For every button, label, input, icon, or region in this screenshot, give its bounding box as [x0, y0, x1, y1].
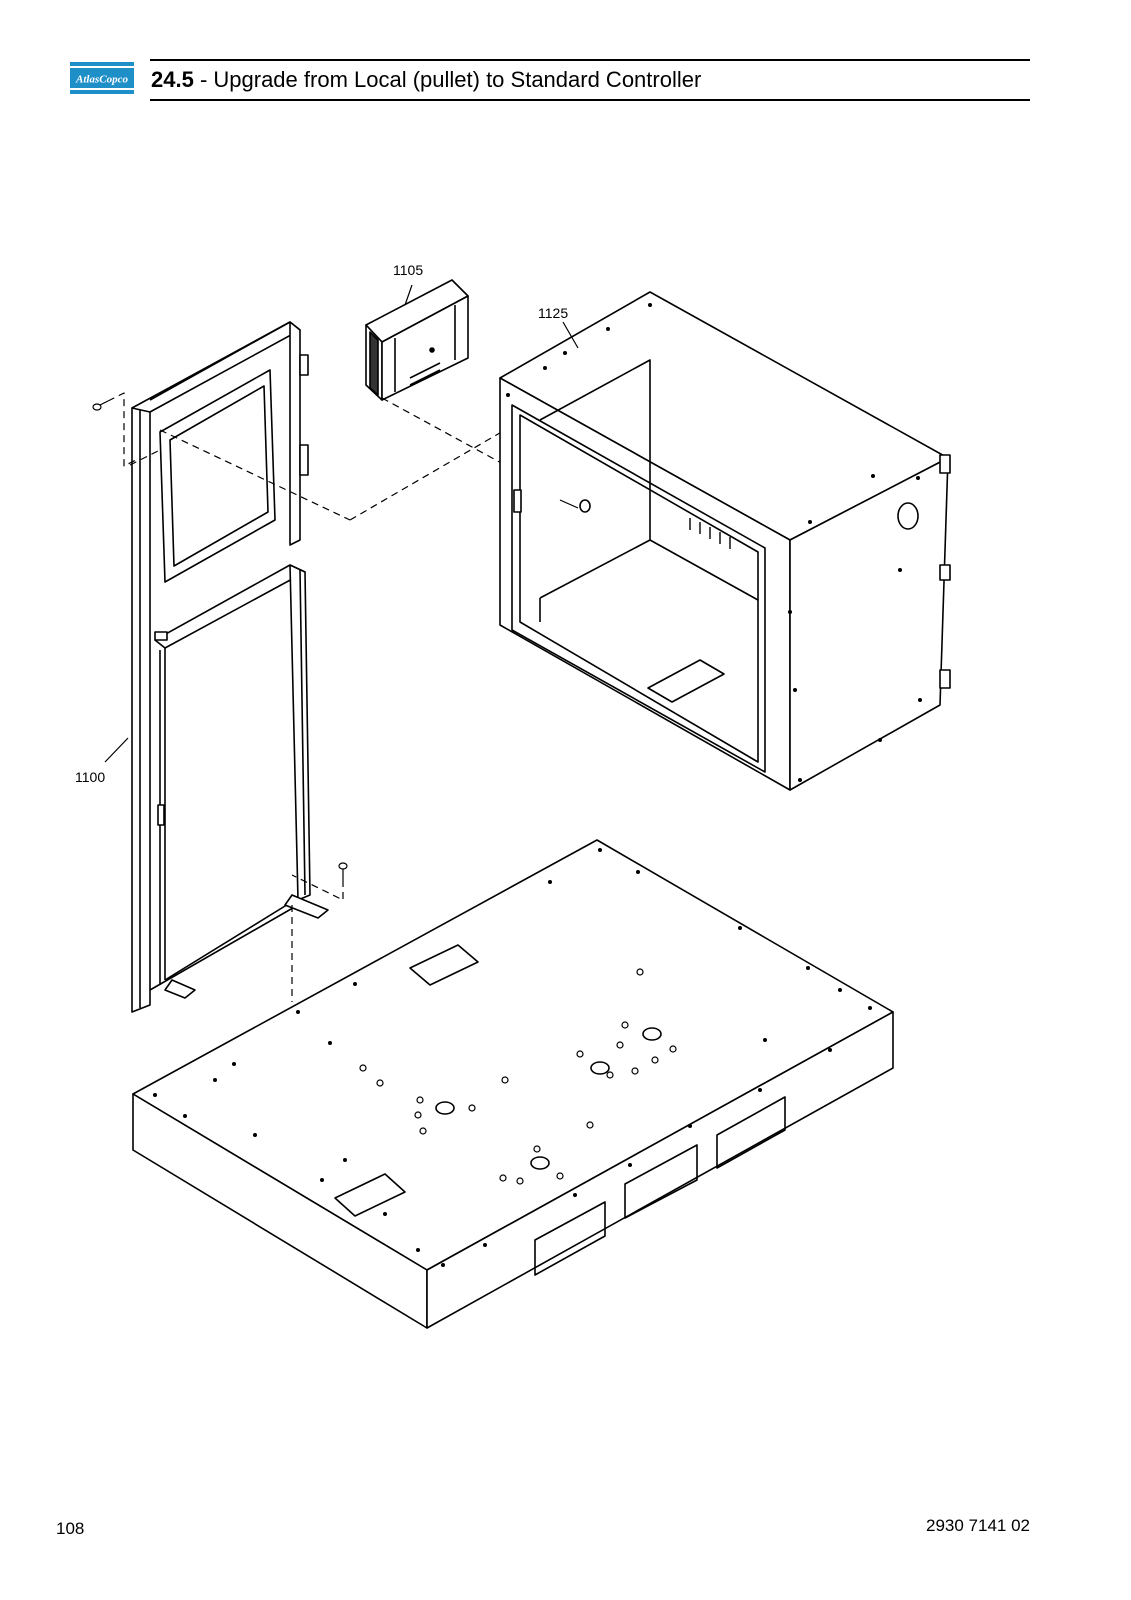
- callout-1105: 1105: [393, 262, 423, 278]
- cabinet-1125: [499, 291, 951, 791]
- section-title: Upgrade from Local (pullet) to Standard …: [213, 67, 702, 92]
- section-separator: -: [193, 67, 214, 92]
- section-number: 24.5: [151, 67, 194, 92]
- section-heading: 24.5 - Upgrade from Local (pullet) to St…: [151, 66, 701, 94]
- callout-1100: 1100: [75, 769, 105, 785]
- page-number: 108: [56, 1519, 85, 1538]
- base-plate: [132, 839, 894, 1329]
- controller-1105: [365, 279, 506, 466]
- document-number: 2930 7141 02: [926, 1516, 1030, 1535]
- svg-text:AtlasCopco: AtlasCopco: [75, 74, 128, 86]
- frame-1100: [92, 321, 506, 1013]
- callouts: [104, 284, 579, 763]
- atlas-copco-logo: AtlasCopco: [70, 62, 134, 94]
- callout-1125: 1125: [538, 305, 568, 321]
- header-rule-top: [150, 59, 1030, 61]
- header-rule-bottom: [150, 99, 1030, 101]
